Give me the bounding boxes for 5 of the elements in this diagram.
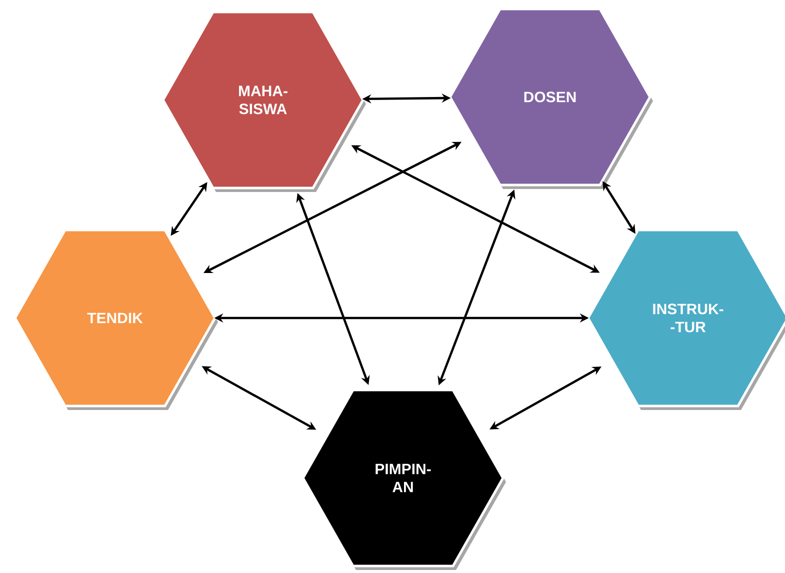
hexagon: DOSEN: [448, 8, 653, 189]
hexagon: MAHA- SISWA: [162, 10, 366, 192]
hexagon: INSTRUK- -TUR: [586, 228, 785, 410]
hexagon: TENDIK: [14, 228, 218, 410]
hexagon: PIMPIN- AN: [302, 388, 506, 570]
